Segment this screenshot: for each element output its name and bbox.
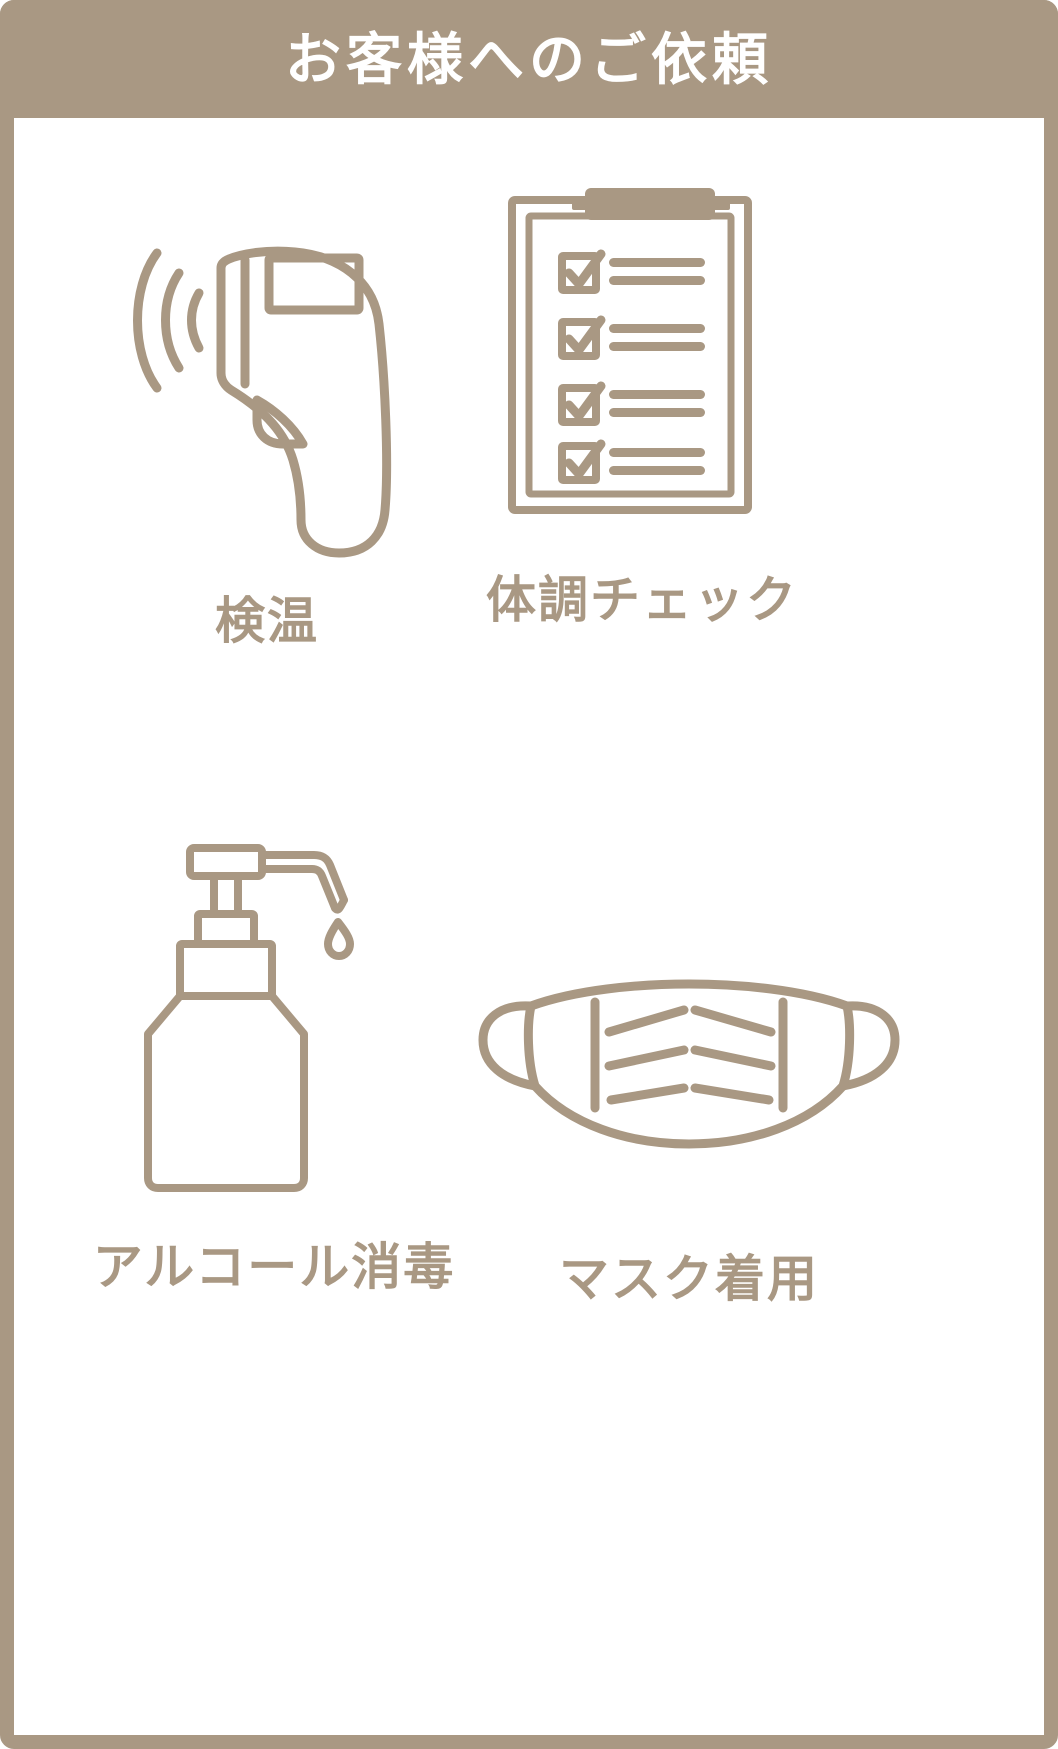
content-area: 検温 — [14, 118, 1044, 1735]
face-mask-icon — [478, 948, 900, 1168]
clipboard-checklist-icon — [507, 178, 777, 523]
page-title: お客様へのご依頼 — [285, 30, 773, 92]
item-alcohol: アルコール消毒 — [74, 838, 474, 1292]
item-label-mask: マスク着用 — [559, 1250, 819, 1308]
item-label-health-check: 体調チェック — [486, 571, 798, 629]
header-band: お客様へのご依頼 — [0, 0, 1058, 118]
alcohol-pump-bottle-icon — [134, 838, 414, 1198]
thermometer-gun-icon — [117, 228, 417, 558]
item-label-thermometer: 検温 — [215, 592, 319, 650]
item-mask: マスク着用 — [474, 948, 904, 1304]
item-thermometer: 検温 — [102, 228, 432, 646]
item-label-alcohol: アルコール消毒 — [92, 1238, 456, 1296]
item-health-check: 体調チェック — [432, 178, 852, 625]
